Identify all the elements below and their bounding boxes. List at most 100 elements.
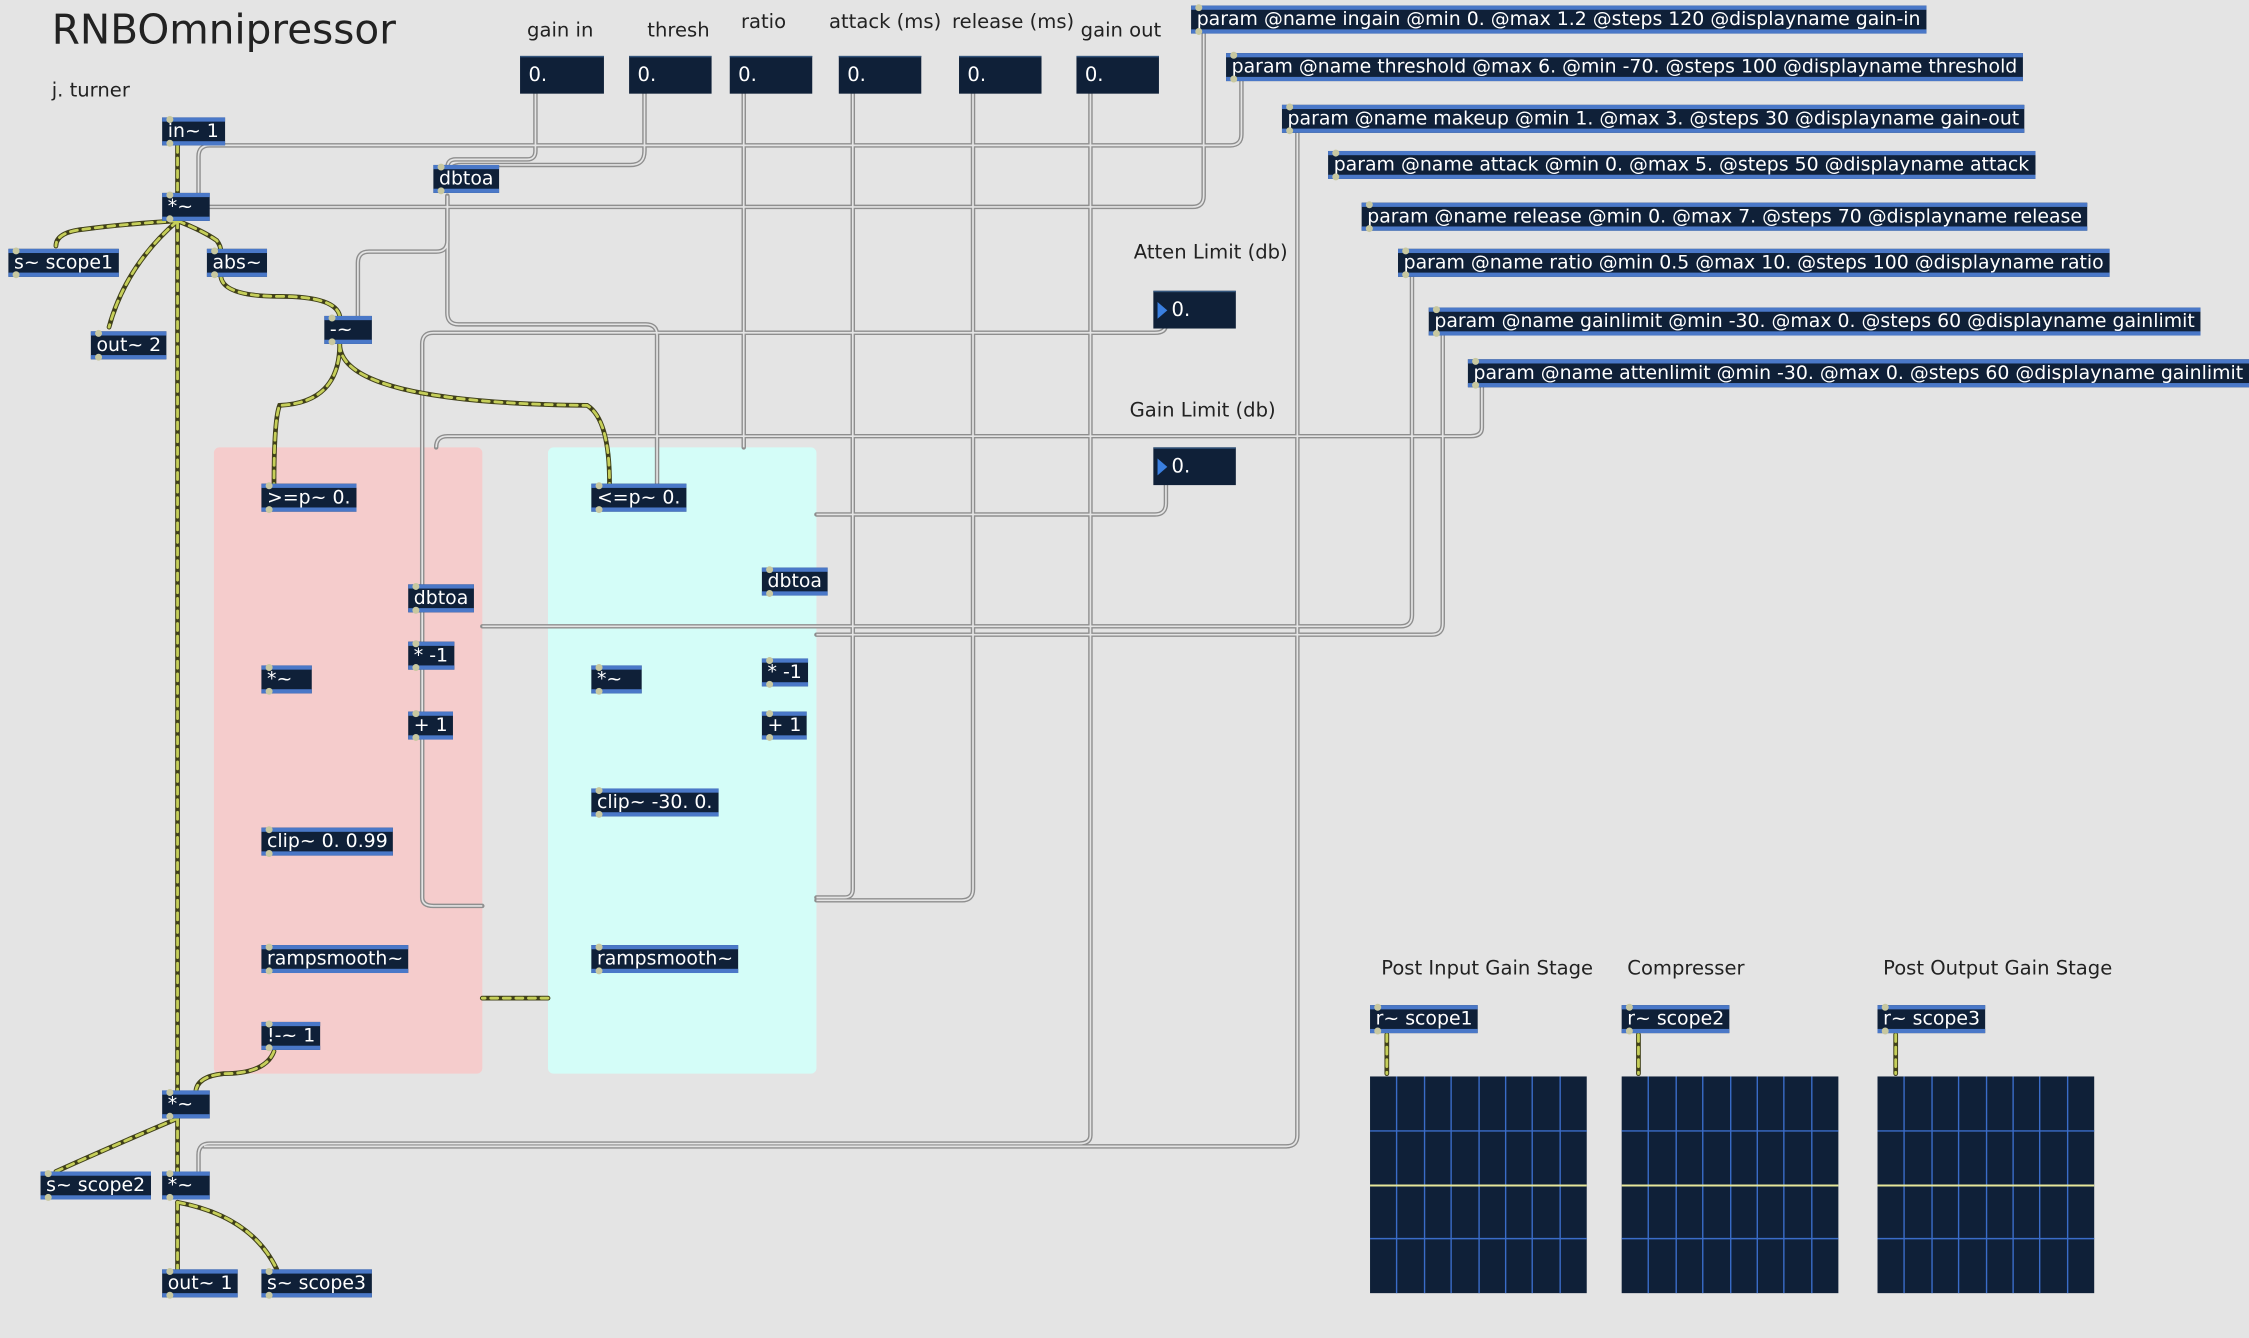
- plus-one-left[interactable]: + 1: [408, 710, 454, 741]
- compressor-multiply[interactable]: *~: [162, 1089, 210, 1120]
- inlet[interactable]: [766, 657, 774, 665]
- negate-left[interactable]: * -1: [408, 640, 454, 672]
- inlet[interactable]: [766, 566, 774, 574]
- plus-one-right[interactable]: + 1: [761, 710, 807, 741]
- inlet[interactable]: [595, 482, 603, 490]
- outlet[interactable]: [412, 664, 420, 672]
- inlet[interactable]: [166, 1089, 174, 1097]
- scope-post-output[interactable]: [1877, 1076, 2095, 1294]
- clip-left[interactable]: clip~ 0. 0.99: [261, 826, 394, 857]
- outlet[interactable]: [766, 733, 774, 741]
- inlet[interactable]: [1625, 1003, 1633, 1011]
- negate-right[interactable]: * -1: [761, 657, 808, 688]
- outlet[interactable]: [1374, 1027, 1382, 1035]
- release-number[interactable]: 0.: [959, 55, 1042, 94]
- attack-number[interactable]: 0.: [838, 55, 922, 94]
- outlet[interactable]: [1432, 329, 1440, 337]
- less-equal-object[interactable]: <=p~ 0.: [591, 482, 686, 514]
- outlet[interactable]: [12, 271, 20, 279]
- outlet[interactable]: [265, 967, 273, 975]
- gain-out-number[interactable]: 0.: [1076, 55, 1159, 94]
- inlet[interactable]: [1881, 1003, 1889, 1011]
- in-1-object[interactable]: in~ 1: [162, 116, 225, 147]
- inlet[interactable]: [412, 582, 420, 590]
- ratio-number[interactable]: 0.: [729, 55, 813, 94]
- inlet[interactable]: [1230, 51, 1238, 59]
- inlet[interactable]: [1286, 103, 1294, 111]
- clip-right[interactable]: clip~ -30. 0.: [591, 787, 719, 818]
- multiply-left[interactable]: *~: [261, 664, 312, 695]
- subtract-object[interactable]: -~: [324, 314, 372, 346]
- inlet[interactable]: [1432, 306, 1440, 314]
- inlet[interactable]: [265, 664, 273, 672]
- outlet[interactable]: [1286, 127, 1294, 135]
- param-gainlimit[interactable]: param @name gainlimit @min -30. @max 0. …: [1428, 306, 2201, 337]
- greater-equal-object[interactable]: >=p~ 0.: [261, 482, 357, 514]
- input-gain-multiply[interactable]: *~: [162, 191, 210, 223]
- outlet[interactable]: [1332, 173, 1340, 181]
- receive-scope3[interactable]: r~ scope3: [1877, 1003, 1986, 1035]
- multiply-right[interactable]: *~: [591, 664, 642, 695]
- inlet[interactable]: [595, 664, 603, 672]
- rampsmooth-right[interactable]: rampsmooth~: [591, 943, 739, 975]
- output-gain-multiply[interactable]: *~: [162, 1170, 210, 1201]
- inlet[interactable]: [595, 787, 603, 795]
- outlet[interactable]: [211, 271, 219, 279]
- outlet[interactable]: [95, 353, 103, 361]
- gain-in-number[interactable]: 0.: [520, 55, 604, 94]
- outlet[interactable]: [1365, 225, 1373, 233]
- outlet[interactable]: [595, 506, 603, 514]
- outlet[interactable]: [166, 1291, 174, 1299]
- inlet[interactable]: [12, 247, 20, 255]
- outlet[interactable]: [44, 1193, 52, 1201]
- scope-post-input[interactable]: [1370, 1076, 1587, 1294]
- param-ratio[interactable]: param @name ratio @min 0.5 @max 10. @ste…: [1398, 247, 2110, 279]
- outlet[interactable]: [766, 589, 774, 597]
- send-scope1[interactable]: s~ scope1: [8, 247, 119, 279]
- receive-scope1[interactable]: r~ scope1: [1370, 1003, 1479, 1035]
- atten-limit-number[interactable]: 0.: [1153, 290, 1236, 329]
- outlet[interactable]: [1402, 271, 1410, 279]
- inlet[interactable]: [166, 1267, 174, 1275]
- inlet[interactable]: [766, 710, 774, 718]
- outlet[interactable]: [166, 1112, 174, 1120]
- outlet[interactable]: [265, 506, 273, 514]
- outlet[interactable]: [166, 1193, 174, 1201]
- dbtoa-threshold[interactable]: dbtoa: [433, 163, 500, 195]
- inlet[interactable]: [1332, 149, 1340, 157]
- dbtoa-attenlimit[interactable]: dbtoa: [408, 582, 474, 614]
- outlet[interactable]: [328, 338, 336, 346]
- outlet[interactable]: [766, 680, 774, 688]
- thresh-number[interactable]: 0.: [629, 55, 712, 94]
- abs-object[interactable]: abs~: [206, 247, 268, 279]
- outlet[interactable]: [265, 687, 273, 695]
- inlet[interactable]: [265, 1267, 273, 1275]
- receive-scope2[interactable]: r~ scope2: [1621, 1003, 1730, 1035]
- inlet[interactable]: [95, 329, 103, 337]
- inlet[interactable]: [265, 482, 273, 490]
- inlet[interactable]: [1365, 201, 1373, 209]
- param-ingain[interactable]: param @name ingain @min 0. @max 1.2 @ste…: [1191, 4, 1927, 35]
- inlet[interactable]: [1472, 357, 1480, 365]
- outlet[interactable]: [265, 1044, 273, 1052]
- outlet[interactable]: [265, 1291, 273, 1299]
- inlet[interactable]: [412, 710, 420, 718]
- inlet[interactable]: [595, 943, 603, 951]
- inlet[interactable]: [265, 826, 273, 834]
- outlet[interactable]: [1195, 27, 1203, 35]
- inlet[interactable]: [412, 640, 420, 648]
- dbtoa-gainlimit[interactable]: dbtoa: [761, 566, 828, 597]
- outlet[interactable]: [595, 810, 603, 818]
- send-scope2[interactable]: s~ scope2: [40, 1170, 151, 1201]
- inlet[interactable]: [211, 247, 219, 255]
- send-scope3[interactable]: s~ scope3: [261, 1267, 372, 1299]
- outlet[interactable]: [437, 187, 445, 195]
- rampsmooth-left[interactable]: rampsmooth~: [261, 943, 409, 975]
- param-release[interactable]: param @name release @min 0. @max 7. @ste…: [1361, 201, 2088, 233]
- outlet[interactable]: [595, 687, 603, 695]
- outlet[interactable]: [412, 606, 420, 614]
- out-2-object[interactable]: out~ 2: [90, 329, 167, 361]
- outlet[interactable]: [412, 733, 420, 741]
- outlet[interactable]: [1625, 1027, 1633, 1035]
- inlet[interactable]: [44, 1170, 52, 1178]
